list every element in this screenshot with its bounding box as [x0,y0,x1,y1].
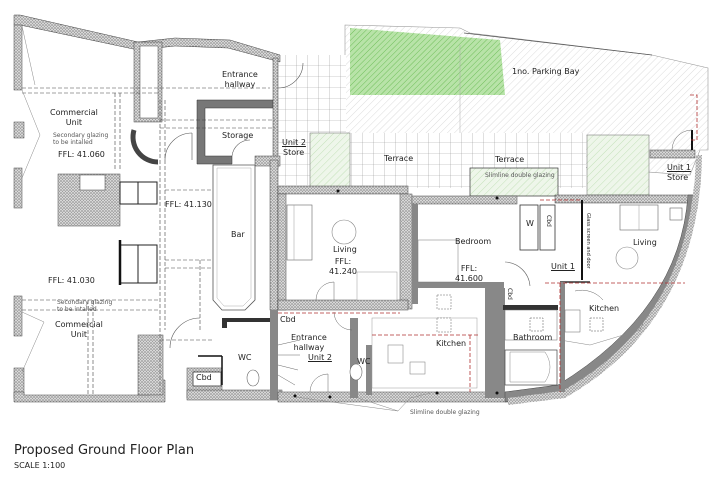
room-label-cbd-unit2: Cbd [280,315,296,324]
room-label-unit1: Unit 1 [551,262,575,271]
ffl-living-unit2: FFL: 41.240 [329,257,357,276]
label-terrace-1: Terrace [384,154,414,163]
drawing-title: Proposed Ground Floor Plan [14,443,195,458]
room-label-wc-unit2: WC [357,357,371,366]
room-label-unit1-store-sub: Store [667,173,689,182]
label-terrace-2: Terrace [495,155,525,164]
room-label-entrance-hallway-unit2: Entrance hallway [291,333,327,352]
room-label-cbd-bedroom: Cbd [545,215,552,227]
room-label-unit2: Unit 2 [308,353,332,362]
room-label-bar: Bar [231,230,245,239]
room-label-wc-left: WC [238,353,252,362]
ffl-commercial-bottom: FFL: 41.030 [48,276,95,285]
drawing-scale: SCALE 1:100 [14,461,66,470]
room-label-living-unit1: Living [633,238,657,247]
room-label-entrance-hallway: Entrance hallway [222,70,258,89]
room-label-commercial-unit-bottom: Commercial Unit [55,320,103,339]
room-label-bedroom: Bedroom [455,237,492,246]
room-label-commercial-unit-top: Commercial Unit [50,108,98,127]
note-slimline-bottom: Slimline double glazing [410,409,480,416]
note-glass-screen: Glass screen and door [585,213,591,269]
label-parking-bay: 1no. Parking Bay [512,67,580,76]
room-label-kitchen-unit2: Kitchen [436,339,467,348]
room-label-bathroom: Bathroom [513,333,553,342]
note-secondary-glazing-top: Secondary glazing to be intalled [53,132,109,146]
ffl-commercial-top: FFL: 41.060 [58,150,105,159]
ffl-bedroom: FFL: 41.600 [455,264,483,283]
room-label-unit2-store: Unit 2 [282,138,306,147]
note-secondary-glazing-bottom: Secondary glazing to be intalled [57,299,113,313]
room-label-unit1-store: Unit 1 [667,163,691,172]
ffl-bar: FFL: 41.130 [165,200,212,209]
room-label-cbd-bath: Cbd [506,288,513,300]
room-label-unit2-store-sub: Store [283,148,305,157]
label-wardrobe: W [526,219,534,228]
room-label-kitchen-unit1: Kitchen [589,304,620,313]
room-label-cbd-left: Cbd [196,373,212,382]
room-label-living-unit2: Living [333,245,357,254]
room-label-storage: Storage [222,131,254,140]
note-slimline-top: Slimline double glazing [485,172,555,179]
